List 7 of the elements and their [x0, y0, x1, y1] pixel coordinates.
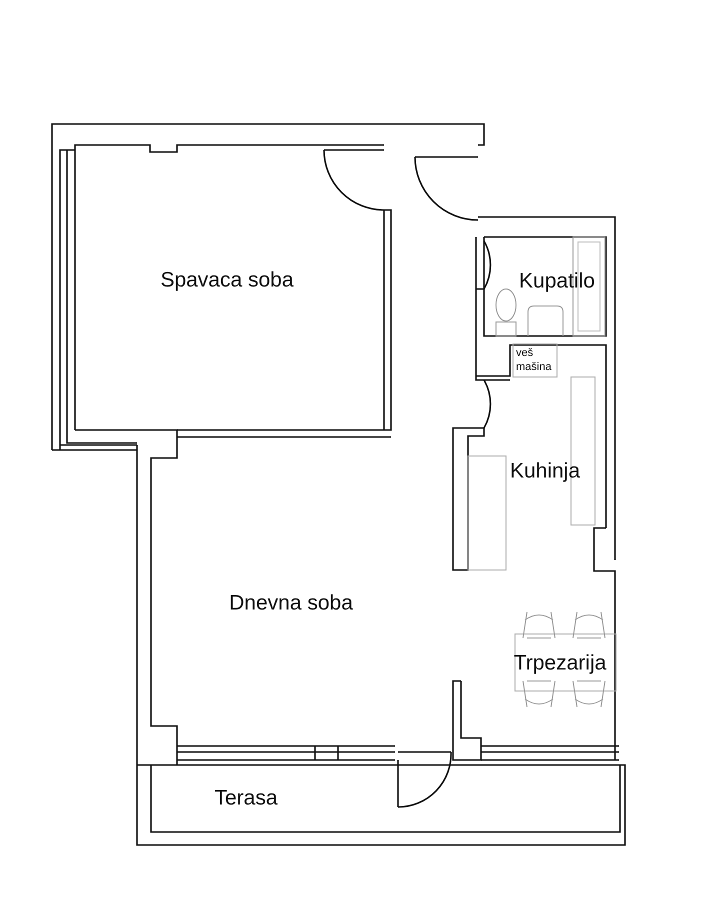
room-label: Kuhinja [510, 460, 580, 482]
room-label: Spavaca soba [160, 270, 294, 290]
appliance-label: veš mašina [516, 346, 552, 374]
room-label: Trpezarija [514, 652, 606, 674]
room-label: Terasa [214, 788, 278, 808]
room-label: Dnevna soba [229, 592, 353, 614]
room-label: Kupatilo [519, 270, 595, 292]
